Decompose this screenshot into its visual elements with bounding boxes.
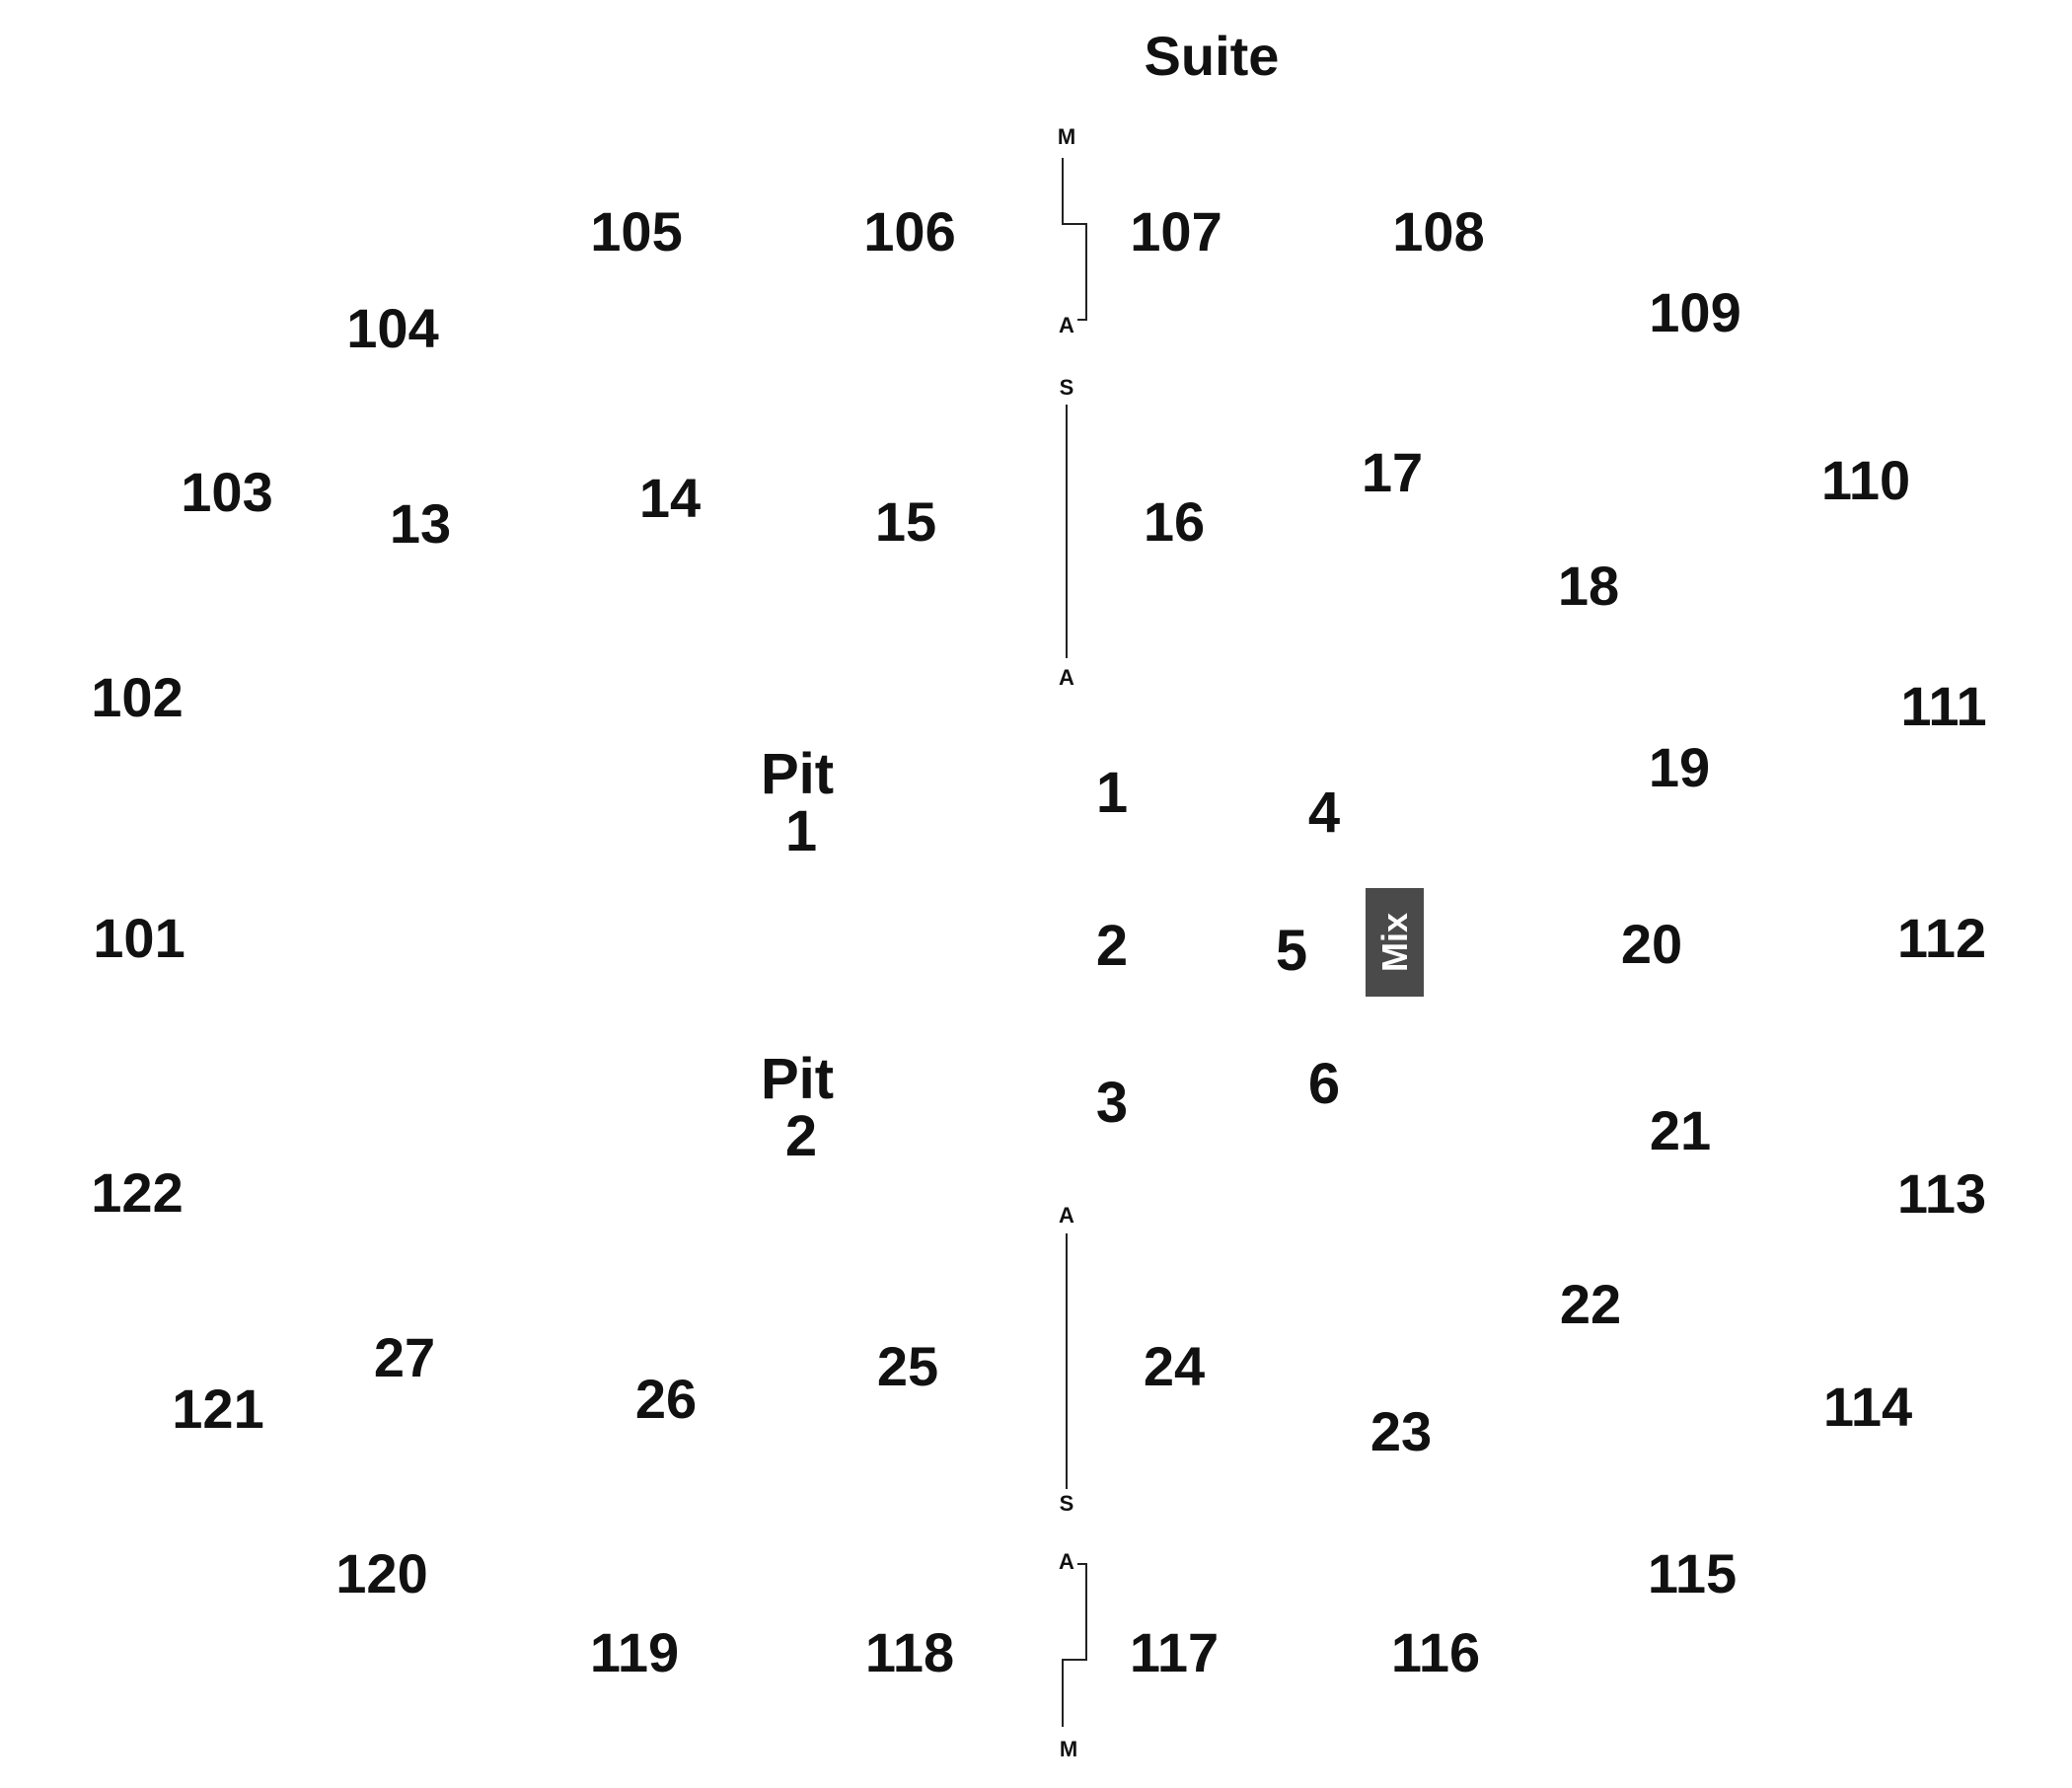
section-3[interactable]: 3 [1096, 1071, 1128, 1135]
section-115[interactable]: 115 [1648, 1542, 1737, 1604]
section-113[interactable]: 113 [1897, 1162, 1986, 1225]
section-6[interactable]: 6 [1308, 1052, 1340, 1116]
mix-box [1366, 888, 1424, 997]
section-14[interactable]: 14 [639, 467, 701, 529]
section-117[interactable]: 117 [1130, 1621, 1219, 1683]
section-22[interactable]: 22 [1560, 1273, 1621, 1335]
section-102[interactable]: 102 [91, 666, 183, 728]
aisle-top-lower-start: S [1060, 375, 1074, 400]
aisle-bottom-lower-line [1062, 1563, 1087, 1727]
section-15[interactable]: 15 [875, 490, 936, 553]
section-13[interactable]: 13 [390, 492, 451, 555]
section-17[interactable]: 17 [1362, 441, 1423, 503]
section-120[interactable]: 120 [335, 1542, 427, 1604]
aisle-bottom-lower: A M [1059, 1549, 1087, 1761]
section-107[interactable]: 107 [1130, 200, 1221, 262]
section-122[interactable]: 122 [91, 1161, 183, 1224]
section-24[interactable]: 24 [1144, 1335, 1205, 1397]
aisle-top-upper-line [1062, 158, 1087, 321]
section-118[interactable]: 118 [865, 1621, 954, 1683]
section-121[interactable]: 121 [172, 1378, 263, 1440]
section-1[interactable]: 1 [1096, 761, 1128, 825]
section-112[interactable]: 112 [1897, 907, 1986, 969]
suite-label[interactable]: Suite [1145, 25, 1280, 87]
section-25[interactable]: 25 [877, 1335, 938, 1397]
aisle-top-lower-end: A [1059, 665, 1074, 690]
section-104[interactable]: 104 [346, 297, 438, 359]
mix-position[interactable]: Mix [1366, 888, 1424, 997]
section-119[interactable]: 119 [590, 1621, 679, 1683]
mix-label: Mix [1374, 913, 1415, 972]
section-110[interactable]: 110 [1821, 449, 1910, 511]
aisle-bottom-lower-end: M [1060, 1737, 1077, 1761]
pit-1[interactable]: Pit 1 [761, 742, 834, 863]
section-5[interactable]: 5 [1276, 919, 1307, 983]
aisle-bottom-lower-start: A [1059, 1549, 1074, 1574]
aisle-top-lower: S A [1059, 375, 1074, 690]
section-20[interactable]: 20 [1621, 913, 1682, 975]
section-18[interactable]: 18 [1558, 555, 1619, 617]
section-105[interactable]: 105 [590, 200, 682, 262]
section-116[interactable]: 116 [1391, 1621, 1480, 1683]
pit-1-label-line1: Pit [761, 742, 834, 806]
section-26[interactable]: 26 [635, 1368, 697, 1430]
aisle-bottom-upper-start: A [1059, 1203, 1074, 1228]
section-108[interactable]: 108 [1392, 200, 1484, 262]
pit-1-label-line2: 1 [785, 799, 817, 863]
section-103[interactable]: 103 [181, 461, 272, 523]
section-101[interactable]: 101 [93, 907, 185, 969]
section-4[interactable]: 4 [1308, 781, 1340, 845]
section-16[interactable]: 16 [1144, 490, 1205, 553]
aisle-top-upper-end: A [1059, 313, 1074, 337]
section-19[interactable]: 19 [1649, 736, 1710, 798]
section-23[interactable]: 23 [1370, 1400, 1432, 1462]
pit-2[interactable]: Pit 2 [761, 1047, 834, 1168]
section-27[interactable]: 27 [374, 1326, 435, 1388]
aisle-bottom-upper: A S [1059, 1203, 1074, 1516]
aisle-bottom-upper-end: S [1060, 1491, 1074, 1516]
section-2[interactable]: 2 [1096, 914, 1128, 978]
section-106[interactable]: 106 [863, 200, 955, 262]
section-21[interactable]: 21 [1650, 1099, 1711, 1161]
section-111[interactable]: 111 [1900, 675, 1986, 737]
section-114[interactable]: 114 [1823, 1376, 1912, 1438]
pit-2-label-line2: 2 [785, 1104, 817, 1168]
section-109[interactable]: 109 [1649, 281, 1740, 343]
aisle-top-upper-start: M [1058, 124, 1075, 149]
pit-2-label-line1: Pit [761, 1047, 834, 1111]
aisle-top-upper: M A [1058, 124, 1087, 337]
